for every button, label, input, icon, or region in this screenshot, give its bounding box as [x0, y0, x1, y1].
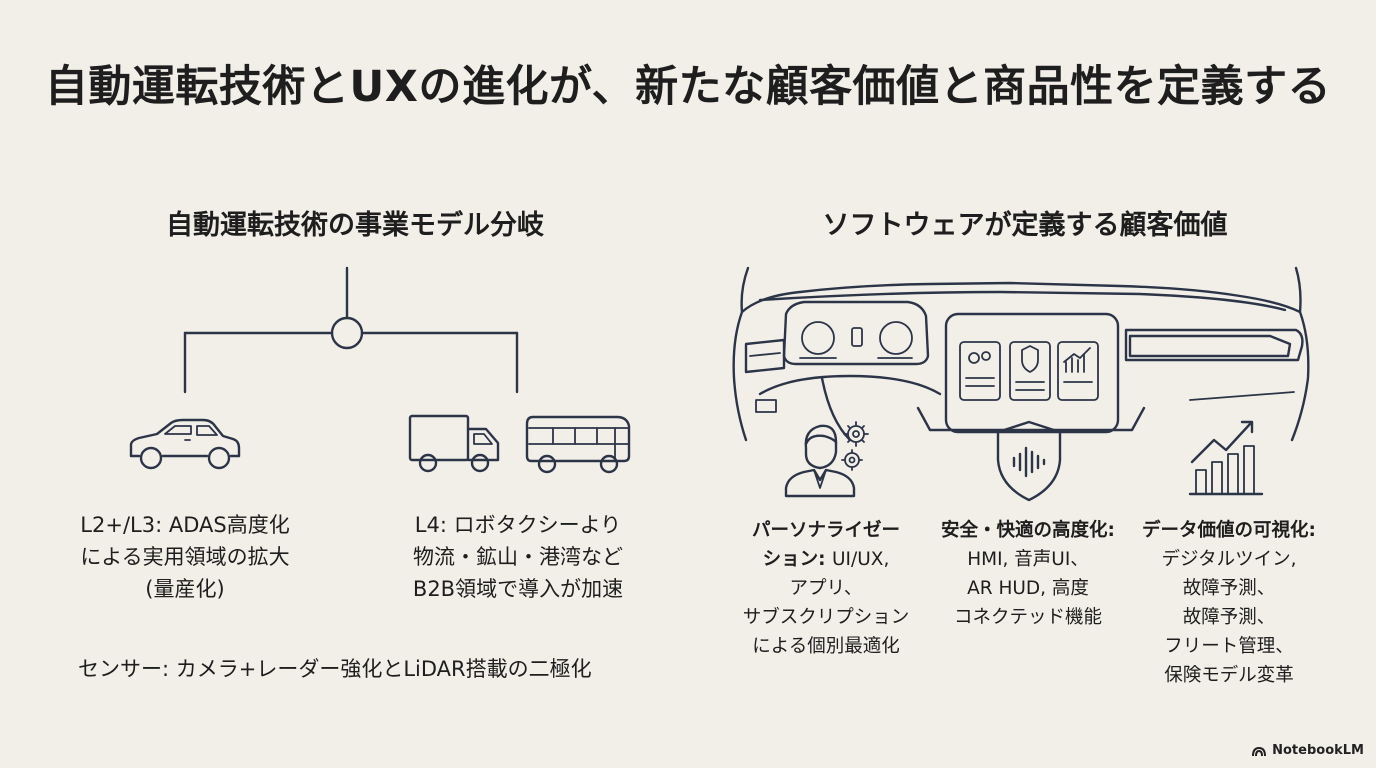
- feature-data-value: データ価値の可視化: デジタルツイン, 故障予測、 故障予測、 フリート管理、 …: [1126, 516, 1332, 690]
- truck-icon: [408, 414, 500, 473]
- feature-safety-title: 安全・快適の高度化:: [941, 520, 1115, 541]
- user-gear-icon: [784, 421, 869, 498]
- right-section-heading: ソフトウェアが定義する顧客価値: [822, 210, 1228, 241]
- notebooklm-logo-icon: [1252, 746, 1267, 756]
- feature-personalization-title: パーソナライゼー ション:: [751, 520, 900, 570]
- branch-b-text: L4: ロボタクシーより 物流・鉱山・港湾など B2B領域で導入が加速: [412, 513, 624, 601]
- feature-data-value-title: データ価値の可視化:: [1142, 520, 1316, 541]
- growth-chart-icon: [1188, 420, 1264, 496]
- left-section-heading: 自動運転技術の事業モデル分岐: [166, 210, 544, 241]
- shield-voice-icon: [996, 420, 1062, 502]
- feature-data-value-body: デジタルツイン, 故障予測、 故障予測、 フリート管理、 保険モデル変革: [1161, 549, 1297, 686]
- sensor-text: センサー: カメラ+レーダー強化とLiDAR搭載の二極化: [78, 657, 592, 681]
- car-icon: [129, 418, 241, 470]
- notebooklm-label: NotebookLM: [1272, 743, 1364, 758]
- bus-icon: [525, 415, 631, 474]
- branch-a-text: L2+/L3: ADAS高度化 による実用領域の拡大 (量産化): [80, 513, 290, 601]
- notebooklm-badge: NotebookLM: [1251, 743, 1364, 758]
- feature-safety-body: HMI, 音声UI、 AR HUD, 高度 コネクテッド機能: [953, 549, 1102, 628]
- page-title: 自動運転技術とUXの進化が、新たな顧客価値と商品性を定義する: [44, 62, 1332, 112]
- feature-personalization: パーソナライゼー ション: UI/UX, アプリ、 サブスクリプション による個…: [726, 516, 926, 661]
- feature-safety: 安全・快適の高度化: HMI, 音声UI、 AR HUD, 高度 コネクテッド機…: [922, 516, 1134, 632]
- feature-personalization-body: UI/UX, アプリ、 サブスクリプション による個別最適化: [742, 549, 910, 657]
